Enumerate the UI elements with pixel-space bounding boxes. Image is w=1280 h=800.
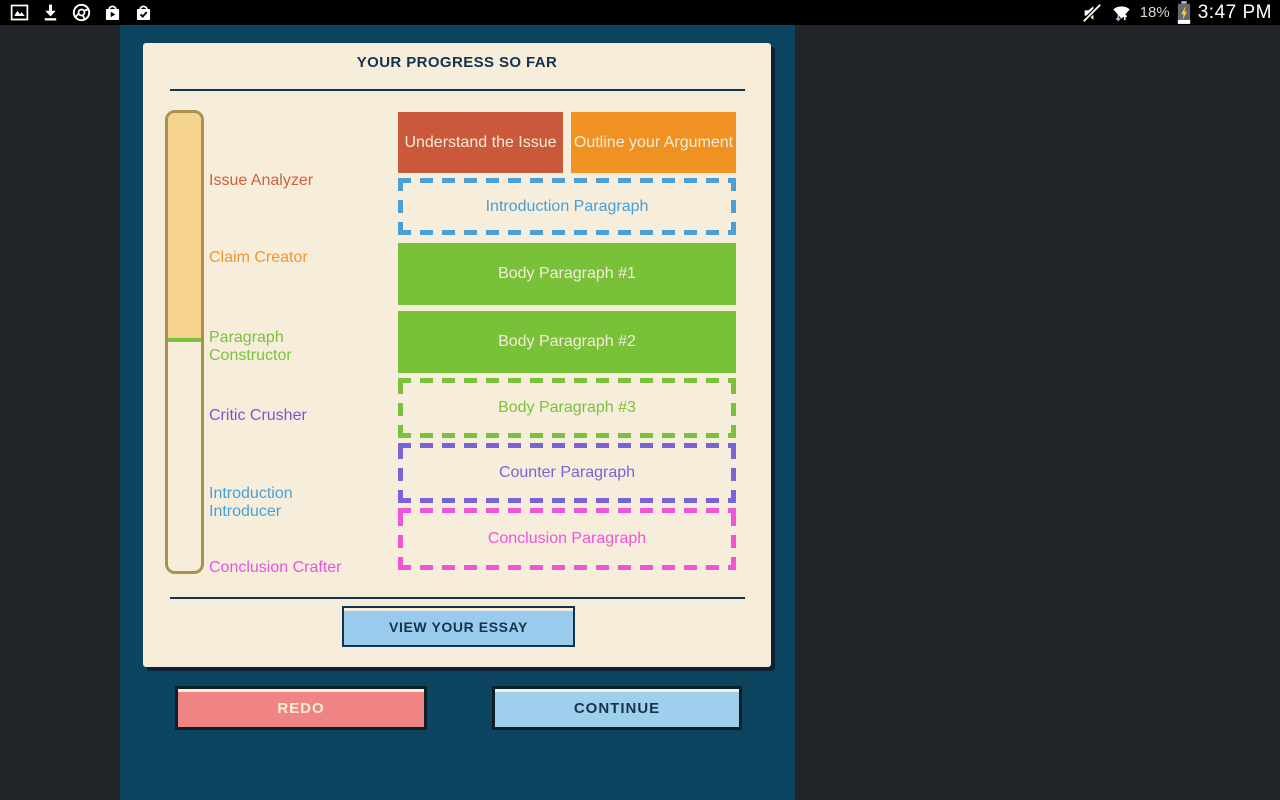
block-outline-your-argument: Outline your Argument <box>571 112 736 173</box>
stage-label-introduction-introducer: Introduction Introducer <box>209 485 293 520</box>
muted-speaker-icon <box>1081 2 1103 24</box>
block-body-paragraph-3: Body Paragraph #3 <box>398 378 736 438</box>
stage-label-paragraph-constructor: Paragraph Constructor <box>209 329 292 364</box>
block-conclusion-paragraph: Conclusion Paragraph <box>398 508 736 570</box>
notification-icons <box>5 2 154 23</box>
chrome-icon <box>71 2 92 23</box>
block-understand-the-issue: Understand the Issue <box>398 112 563 173</box>
stage-label-critic-crusher: Critic Crusher <box>209 407 307 424</box>
clock: 3:47 PM <box>1197 1 1272 23</box>
stage-label-conclusion-crafter: Conclusion Crafter <box>209 559 342 576</box>
block-body-paragraph-1: Body Paragraph #1 <box>398 243 736 305</box>
page-title: YOUR PROGRESS SO FAR <box>356 54 558 71</box>
redo-button[interactable]: REDO <box>175 686 427 730</box>
title-divider <box>170 89 745 91</box>
stage-label-issue-analyzer: Issue Analyzer <box>209 172 314 189</box>
play-store-icon <box>102 2 123 23</box>
gallery-icon <box>9 2 30 23</box>
view-your-essay-button[interactable]: VIEW YOUR ESSAY <box>342 606 575 647</box>
block-counter-paragraph: Counter Paragraph <box>398 443 736 503</box>
progress-meter-tick <box>168 338 201 342</box>
system-status-icons: 18% 3:47 PM <box>1081 1 1275 24</box>
progress-meter <box>165 110 204 574</box>
battery-charging-icon <box>1177 1 1191 24</box>
battery-percent: 18% <box>1139 4 1170 21</box>
block-body-paragraph-2: Body Paragraph #2 <box>398 311 736 373</box>
footer-divider <box>170 597 745 599</box>
content-panel: YOUR PROGRESS SO FAR Issue Analyzer Clai… <box>120 25 795 800</box>
status-bar: 18% 3:47 PM <box>0 0 1280 25</box>
bag-check-icon <box>133 2 154 23</box>
download-icon <box>40 2 61 23</box>
stage-label-claim-creator: Claim Creator <box>209 249 308 266</box>
wifi-icon <box>1110 1 1133 24</box>
block-introduction-paragraph: Introduction Paragraph <box>398 178 736 235</box>
continue-button[interactable]: CONTINUE <box>492 686 742 730</box>
progress-meter-fill <box>168 113 201 338</box>
progress-card: YOUR PROGRESS SO FAR Issue Analyzer Clai… <box>143 43 771 667</box>
